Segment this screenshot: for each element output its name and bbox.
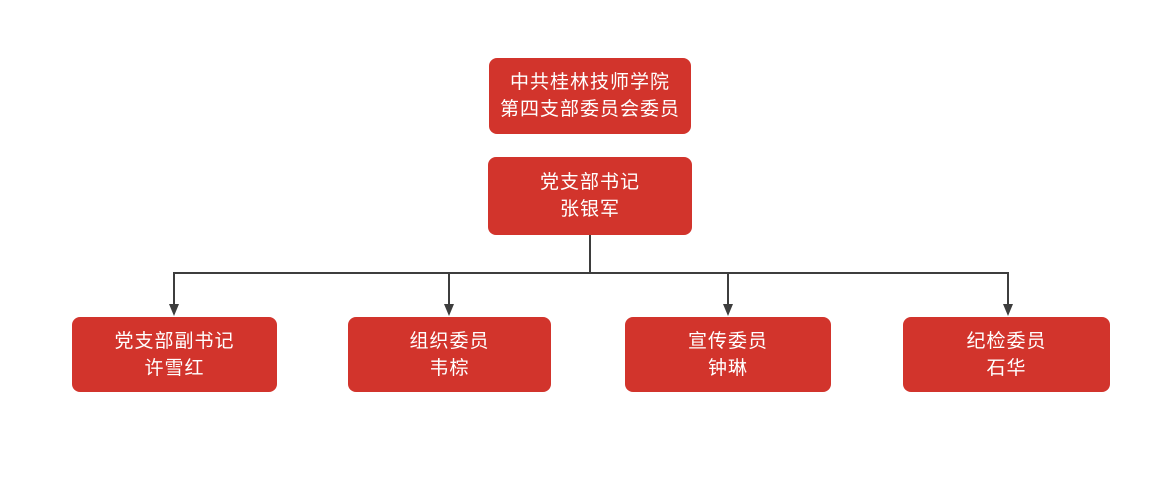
connector-stroke-group [173, 235, 1009, 306]
down-arrowhead-icon [169, 304, 179, 316]
down-arrowhead-icon [444, 304, 454, 316]
committee-title-line2: 第四支部委员会委员 [499, 99, 680, 120]
arrowhead-group [169, 304, 1013, 316]
node-person-name: 韦棕 [429, 357, 470, 379]
org-node-publicity-member: 宣传委员 钟琳 [625, 317, 831, 392]
node-role: 组织委员 [409, 330, 490, 352]
node-person-name: 钟琳 [707, 357, 748, 379]
down-arrowhead-icon [723, 304, 733, 316]
down-arrowhead-icon [1003, 304, 1013, 316]
node-role: 宣传委员 [687, 330, 768, 352]
org-node-secretary: 党支部书记 张银军 [488, 157, 692, 235]
node-role: 纪检委员 [966, 330, 1047, 352]
node-person-name: 张银军 [559, 199, 620, 220]
node-role: 党支部副书记 [114, 330, 235, 352]
committee-title-line1: 中共桂林技师学院 [509, 72, 670, 93]
org-node-discipline-member: 纪检委员 石华 [903, 317, 1110, 392]
org-node-deputy-secretary: 党支部副书记 许雪红 [72, 317, 277, 392]
node-person-name: 石华 [986, 357, 1027, 379]
org-node-committee: 中共桂林技师学院 第四支部委员会委员 [489, 58, 691, 134]
node-person-name: 许雪红 [144, 357, 205, 379]
org-node-organization-member: 组织委员 韦棕 [348, 317, 551, 392]
node-role: 党支部书记 [539, 172, 640, 193]
